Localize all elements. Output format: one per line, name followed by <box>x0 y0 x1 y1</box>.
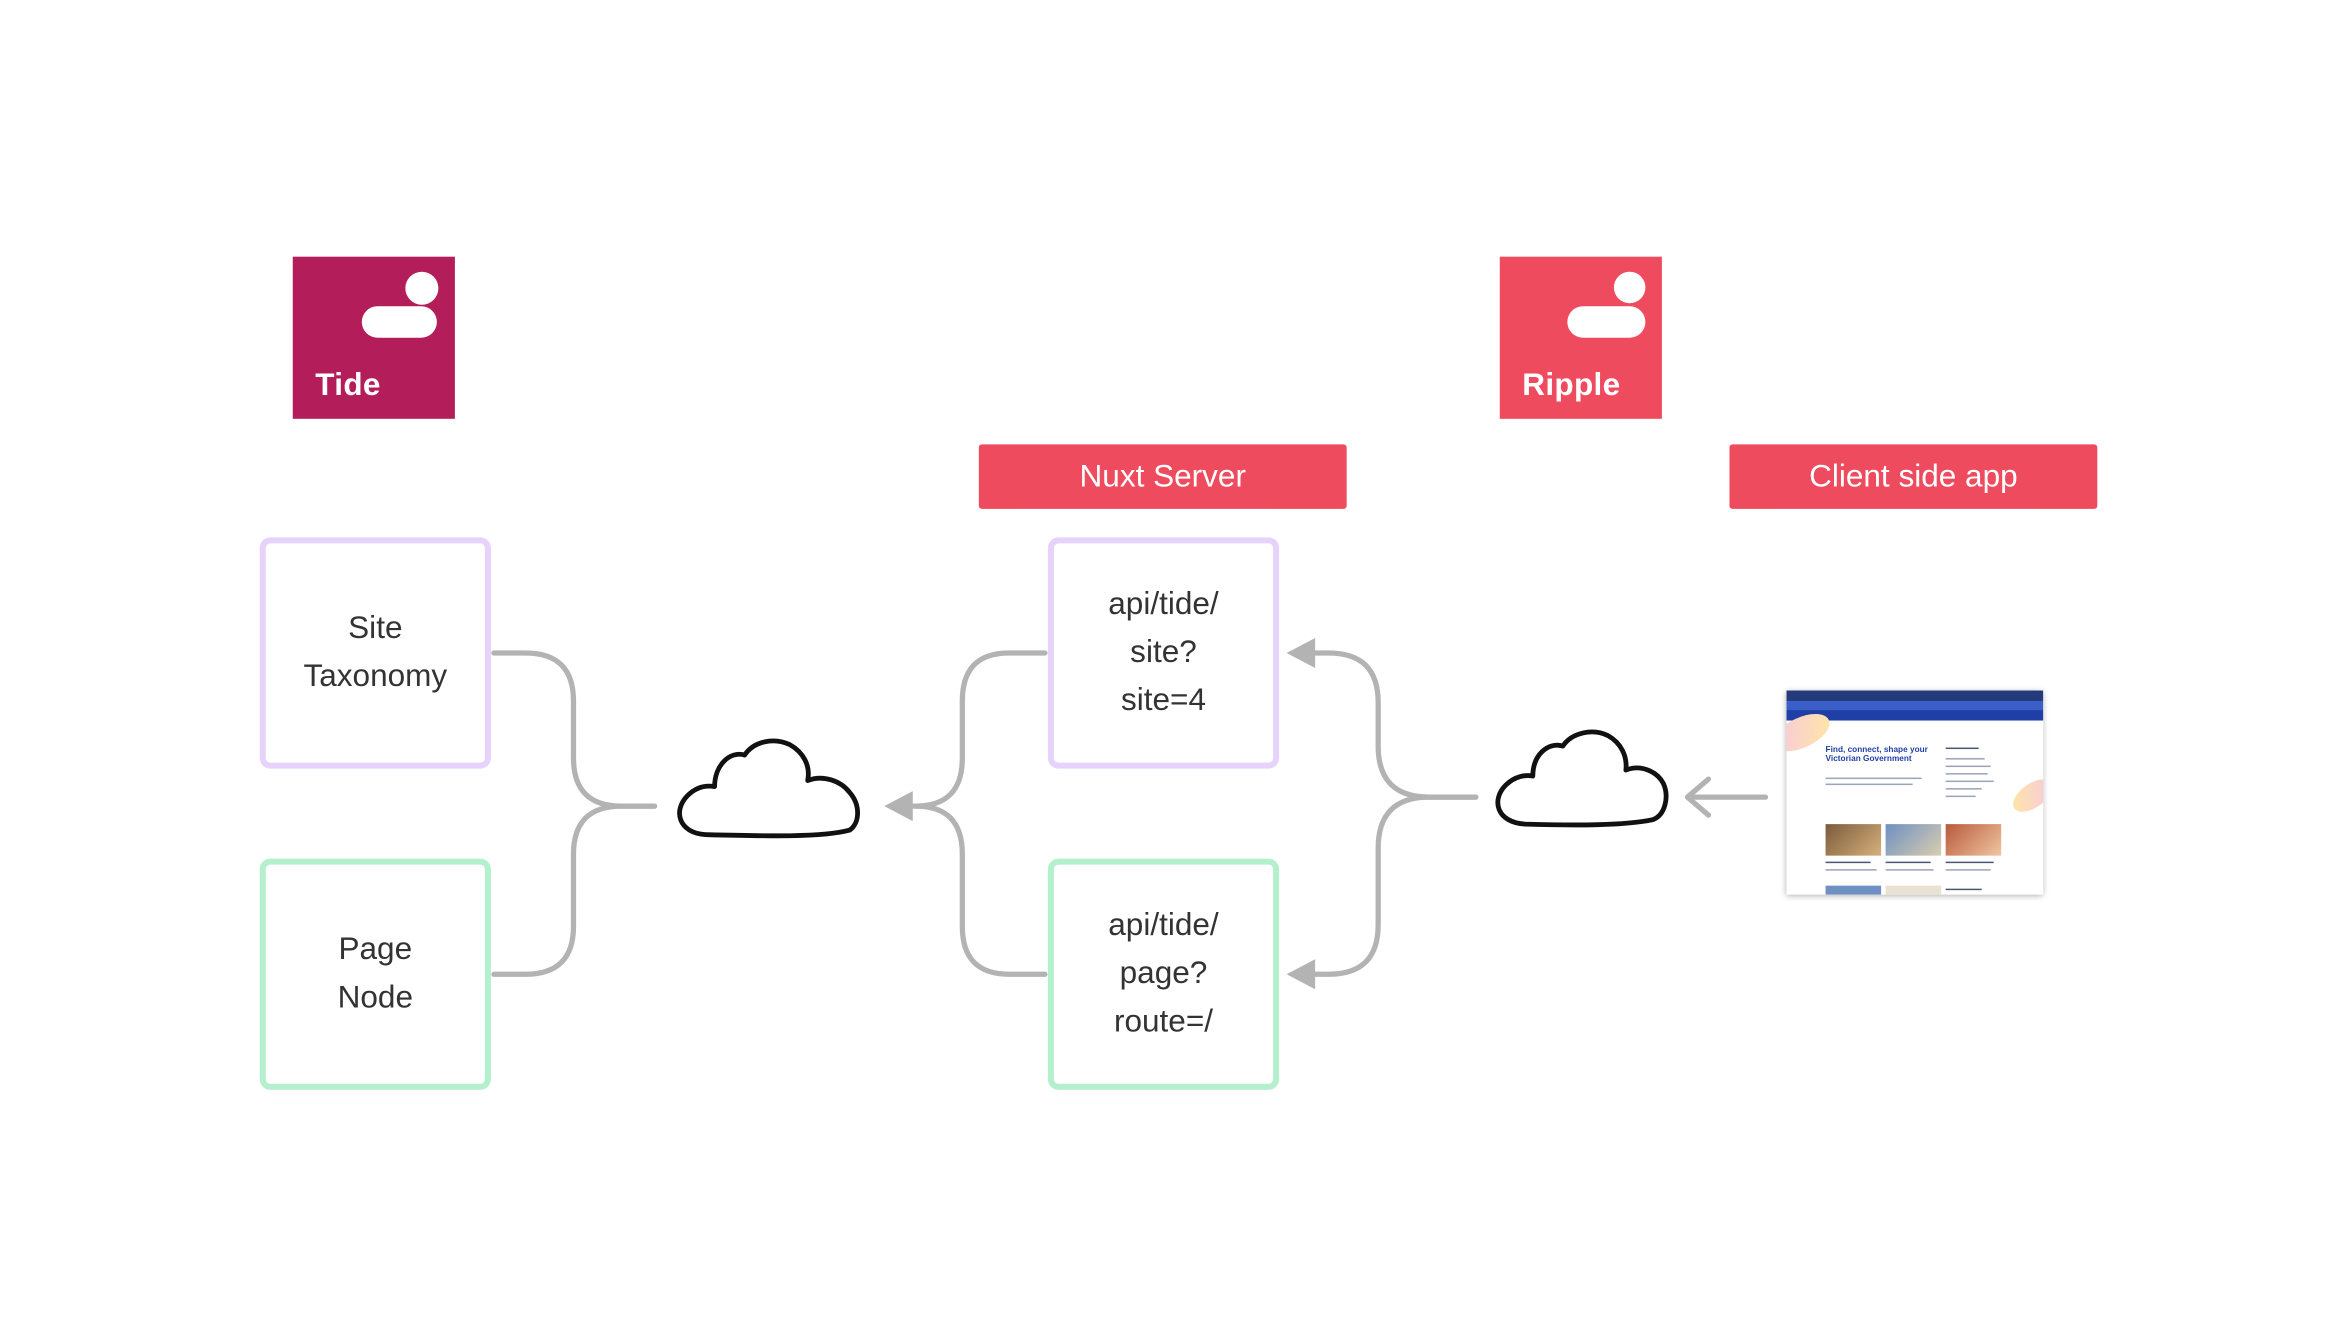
connector-cloud-to-api-site <box>1307 650 1479 800</box>
decorative-gradient-shape <box>2007 772 2044 819</box>
text-line-placeholder <box>1945 780 1994 783</box>
thumbnail-card-image <box>1885 885 1942 895</box>
tide-logo: Tide <box>292 256 455 419</box>
client-side-app-tag: Client side app <box>1729 444 2098 509</box>
text-line-placeholder <box>1945 747 1979 750</box>
arrowhead-into-cloud <box>884 791 913 822</box>
cloud-icon <box>677 738 860 839</box>
thumbnail-card-image <box>1945 824 2002 856</box>
text-line-placeholder <box>1885 869 1934 872</box>
tide-logo-label: Tide <box>315 367 381 403</box>
connector-site-taxonomy-to-cloud <box>491 650 658 809</box>
text-line-placeholder <box>1825 869 1877 872</box>
logo-dot-shape <box>1613 271 1646 304</box>
cloud-icon <box>1495 729 1669 828</box>
logo-pill-shape <box>1567 306 1646 338</box>
text-line-placeholder <box>1945 869 1991 872</box>
page-node-node: Page Node <box>259 858 491 1090</box>
site-taxonomy-node: Site Taxonomy <box>259 537 491 769</box>
node-label-line: api/tide/ <box>1108 908 1219 943</box>
node-label-line: api/tide/ <box>1108 586 1219 622</box>
node-label-line: Page <box>338 932 413 967</box>
text-line-placeholder <box>1945 795 1976 798</box>
text-line-placeholder <box>1945 888 1982 891</box>
text-line-placeholder <box>1945 788 1982 791</box>
connector-api-page-to-cloud <box>913 803 1048 977</box>
node-label-line: route=/ <box>1113 1004 1214 1039</box>
text-line-placeholder <box>1885 861 1931 864</box>
thumbnail-card-image <box>1825 885 1882 895</box>
thumbnail-card-image <box>1885 824 1942 856</box>
browser-screenshot: Find, connect, shape your Victorian Gove… <box>1786 690 2044 895</box>
node-label-line: Taxonomy <box>303 658 448 694</box>
text-line-placeholder <box>1945 773 1988 776</box>
api-site-node: api/tide/ site? site=4 <box>1047 537 1280 769</box>
ripple-logo: Ripple <box>1499 256 1662 419</box>
browser-tab-bar <box>1786 690 2044 702</box>
node-label-line: Site <box>348 610 403 646</box>
connector-api-site-to-cloud <box>907 650 1048 809</box>
text-line-placeholder <box>1825 783 1913 786</box>
text-line-placeholder <box>1825 777 1922 780</box>
connector-cloud-to-api-page <box>1307 794 1479 977</box>
ripple-logo-label: Ripple <box>1522 367 1621 403</box>
node-label-line: Node <box>337 980 413 1015</box>
thumbnail-headline: Find, connect, shape your Victorian Gove… <box>1825 746 1928 765</box>
api-page-node: api/tide/ page? route=/ <box>1047 858 1280 1090</box>
text-line-placeholder <box>1945 765 1991 768</box>
arrowhead-into-api-site <box>1286 637 1316 668</box>
logo-dot-shape <box>405 271 439 305</box>
arrow-left-icon <box>1684 776 1712 818</box>
connector-page-node-to-cloud <box>491 803 658 977</box>
node-label-line: page? <box>1119 956 1208 991</box>
logo-pill-shape <box>361 306 437 338</box>
text-line-placeholder <box>1825 861 1871 864</box>
browser-address-bar <box>1786 701 2044 711</box>
thumbnail-card-image <box>1825 824 1882 856</box>
nuxt-server-tag: Nuxt Server <box>978 444 1347 509</box>
node-label-line: site=4 <box>1120 683 1206 718</box>
node-label-line: site? <box>1130 634 1197 670</box>
arrowhead-into-api-page <box>1286 959 1316 990</box>
text-line-placeholder <box>1945 861 1994 864</box>
site-header-bar <box>1786 710 2044 721</box>
text-line-placeholder <box>1945 758 1985 761</box>
